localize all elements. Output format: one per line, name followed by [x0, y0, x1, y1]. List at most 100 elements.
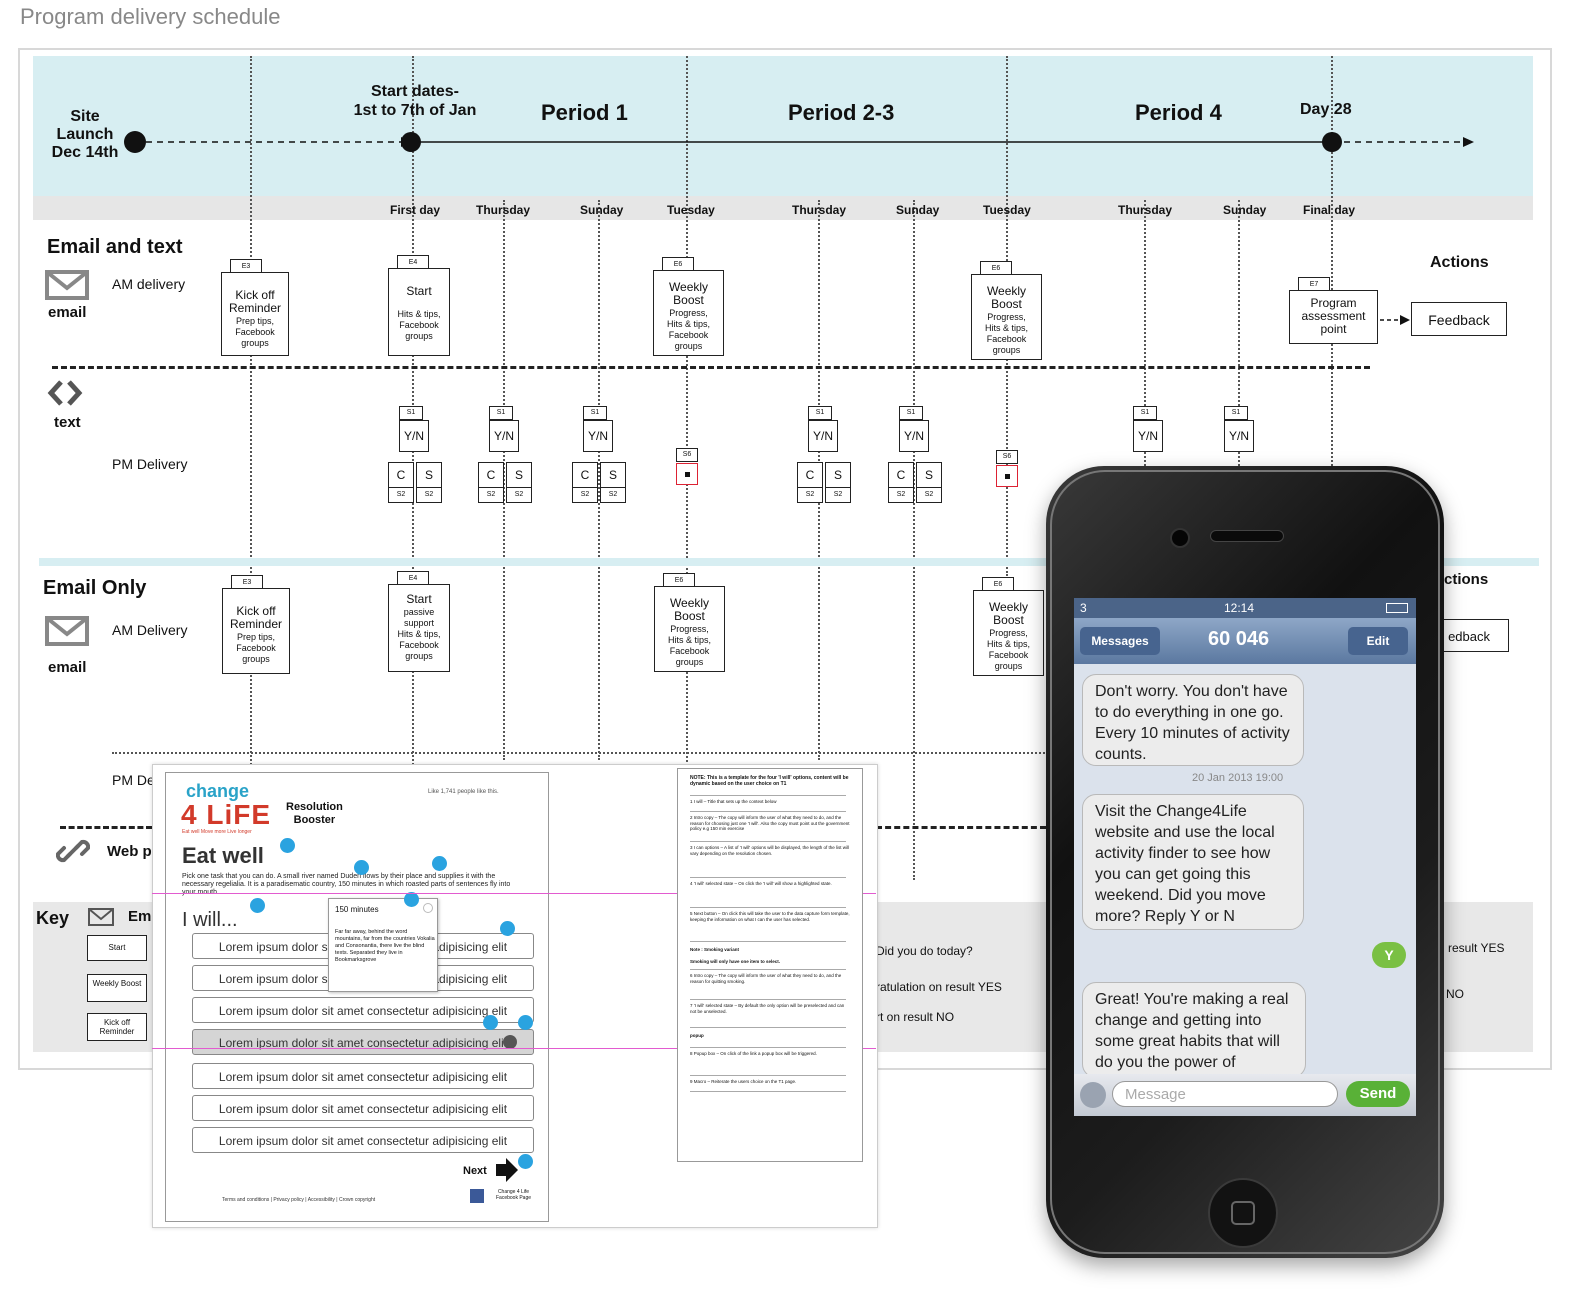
option-button-selected[interactable]: Lorem ipsum dolor sit amet consectetur a…: [192, 1029, 534, 1055]
annotation-pin: [500, 921, 515, 936]
pm-delivery-label: PM De: [112, 772, 155, 788]
key-start: Start: [87, 935, 147, 961]
sms-s1-tab: S1: [808, 406, 832, 420]
facebook-icon[interactable]: [470, 1189, 484, 1203]
sms-s1-tab: S1: [583, 406, 607, 420]
annotation-pin: [518, 1015, 533, 1030]
web-label: Web p: [107, 843, 152, 860]
sms-c-box: C: [797, 462, 823, 488]
note-item: 9 Macro – Reiterate the users choice on …: [690, 1079, 797, 1084]
note-item: 3 I can options – A list of 'I will' opt…: [690, 845, 850, 856]
popup-box: 150 minutes Far far away, behind the wor…: [328, 898, 438, 992]
option-button[interactable]: Lorem ipsum dolor sit amet consectetur a…: [192, 1095, 534, 1121]
sms-s1-tab: S1: [1224, 406, 1248, 420]
footer-links[interactable]: Terms and conditions | Privacy policy | …: [222, 1197, 376, 1203]
messages-back-button[interactable]: Messages: [1080, 627, 1160, 655]
next-label[interactable]: Next: [463, 1165, 487, 1177]
timeline-axis: [124, 131, 1474, 153]
sms-s1-tab: S1: [399, 406, 423, 420]
sms-s2-tab: S2: [888, 487, 914, 503]
note-item: 1 I will – Title that sets up the contex…: [690, 799, 777, 804]
message-input[interactable]: Message: [1112, 1081, 1338, 1107]
page-caption: Program delivery schedule: [20, 4, 281, 29]
change4life-logo-top: change: [186, 781, 250, 801]
edit-button[interactable]: Edit: [1348, 627, 1408, 655]
section-divider: [52, 366, 1370, 369]
sms-s-box: S: [916, 462, 942, 488]
code-chevrons-icon: [47, 380, 83, 406]
annotation-pin: [250, 898, 265, 913]
annotation-pin: [404, 892, 419, 907]
day-label: Thursday: [792, 203, 847, 217]
sms-s-box: S: [416, 462, 442, 488]
notes-panel: NOTE: This is a template for the four 'I…: [677, 768, 863, 1162]
sms-s6-box: [996, 465, 1018, 487]
change4life-logo: 4 LiFE: [181, 799, 272, 830]
send-button[interactable]: Send: [1346, 1081, 1410, 1107]
sms-s2-tab: S2: [600, 487, 626, 503]
note-item: 8 Popup box – On click of the link a pop…: [690, 1051, 817, 1056]
option-button[interactable]: Lorem ipsum dolor sit amet consectetur a…: [192, 997, 534, 1023]
day-line: [1331, 56, 1333, 466]
sms-s2-tab: S2: [478, 487, 504, 503]
home-button[interactable]: [1208, 1178, 1278, 1248]
sms-s2-tab: S2: [797, 487, 823, 503]
option-button[interactable]: Lorem ipsum dolor sit amet consectetur a…: [192, 1127, 534, 1153]
key-text: ratulation on result YES: [876, 980, 1002, 994]
actions-label: Actions: [1430, 254, 1489, 271]
annotation-pin: [354, 860, 369, 875]
day-28-label: Day 28: [1300, 101, 1352, 118]
sms-s6-box: [676, 463, 698, 485]
nav-bar: Messages 60 046 Edit: [1074, 618, 1416, 664]
sms-yn-box: Y/N: [489, 420, 519, 452]
day-line: [503, 200, 505, 760]
message-bubble: Great! You're making a real change and g…: [1082, 982, 1306, 1078]
camera-icon: [1170, 528, 1190, 548]
key-weekly-boost: Weekly Boost: [87, 974, 147, 1002]
actions-label: ctions: [1444, 571, 1489, 588]
day-line: [913, 200, 915, 880]
facebook-like-widget[interactable]: Like 1,741 people like this.: [428, 789, 499, 795]
intro-text: Pick one task that you can do. A small r…: [182, 873, 511, 896]
camera-button-icon[interactable]: [1080, 1082, 1106, 1108]
day-label: Sunday: [580, 203, 624, 217]
option-button[interactable]: Lorem ipsum dolor sit amet consectetur a…: [192, 1063, 534, 1089]
sms-s2-tab: S2: [506, 487, 532, 503]
next-arrow-icon[interactable]: [494, 1157, 520, 1183]
day-label: Thursday: [1118, 203, 1173, 217]
notes-title: NOTE: This is a template for the four 'I…: [690, 775, 849, 787]
logo-tagline: Eat well Move more Live longer: [182, 829, 252, 835]
day-band: [33, 196, 1533, 220]
sms-yn-box: Y/N: [1133, 420, 1163, 452]
message-bubble: Don't worry. You don't have to do everyt…: [1082, 674, 1304, 766]
sms-yn-box: Y/N: [899, 420, 929, 452]
checkmark-icon: [503, 1035, 517, 1049]
key-email-label: Em: [128, 908, 152, 925]
speaker-slot: [1210, 530, 1284, 542]
clock: 12:14: [1224, 601, 1255, 615]
text-label: text: [54, 414, 81, 431]
status-bar: 3 12:14: [1074, 598, 1416, 618]
section-divider: [876, 826, 1046, 829]
period-1-label: Period 1: [541, 100, 628, 125]
email-label: email: [48, 304, 87, 321]
compose-bar: Message Send: [1074, 1074, 1416, 1116]
sms-yn-box: Y/N: [1224, 420, 1254, 452]
day-label: Tuesday: [983, 203, 1031, 217]
sms-s6-tab: S6: [676, 448, 698, 462]
sms-yn-box: Y/N: [399, 420, 429, 452]
sms-c-box: C: [388, 462, 414, 488]
note-item: 2 Intro copy – The copy will inform the …: [690, 815, 850, 831]
annotation-pin: [518, 1154, 533, 1169]
popup-body: Far far away, behind the word mountains,…: [335, 929, 435, 963]
close-icon[interactable]: [423, 903, 433, 913]
